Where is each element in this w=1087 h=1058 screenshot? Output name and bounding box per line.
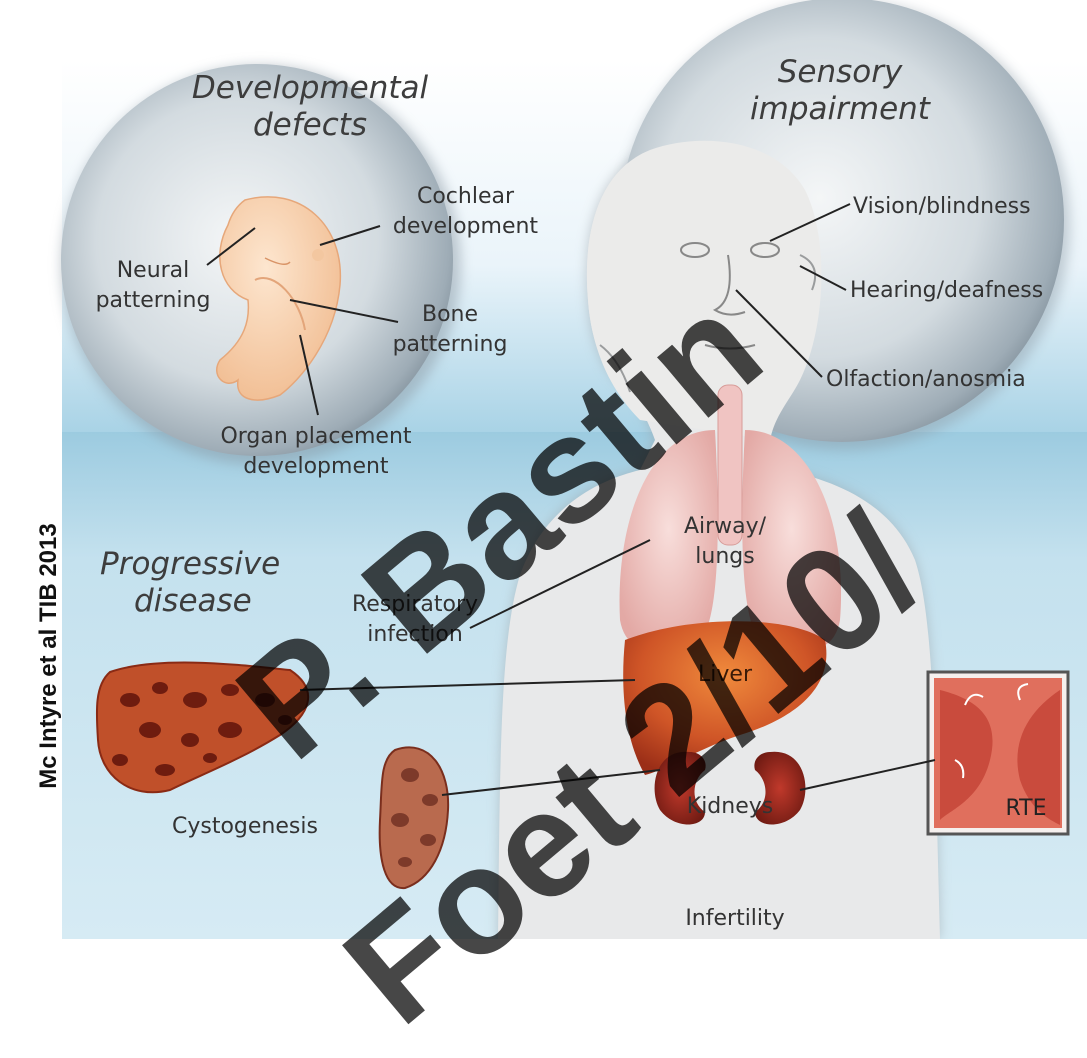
label-cystogenesis: Cystogenesis bbox=[172, 812, 318, 842]
credit-caption: Mc Intyre et al TIB 2013 bbox=[32, 469, 66, 843]
label-vision: Vision/blindness bbox=[853, 192, 1031, 222]
label-rte: RTE bbox=[996, 794, 1056, 824]
label-infertility: Infertility bbox=[650, 904, 820, 934]
label-olfaction: Olfaction/anosmia bbox=[826, 365, 1026, 395]
label-hearing: Hearing/deafness bbox=[850, 276, 1043, 306]
